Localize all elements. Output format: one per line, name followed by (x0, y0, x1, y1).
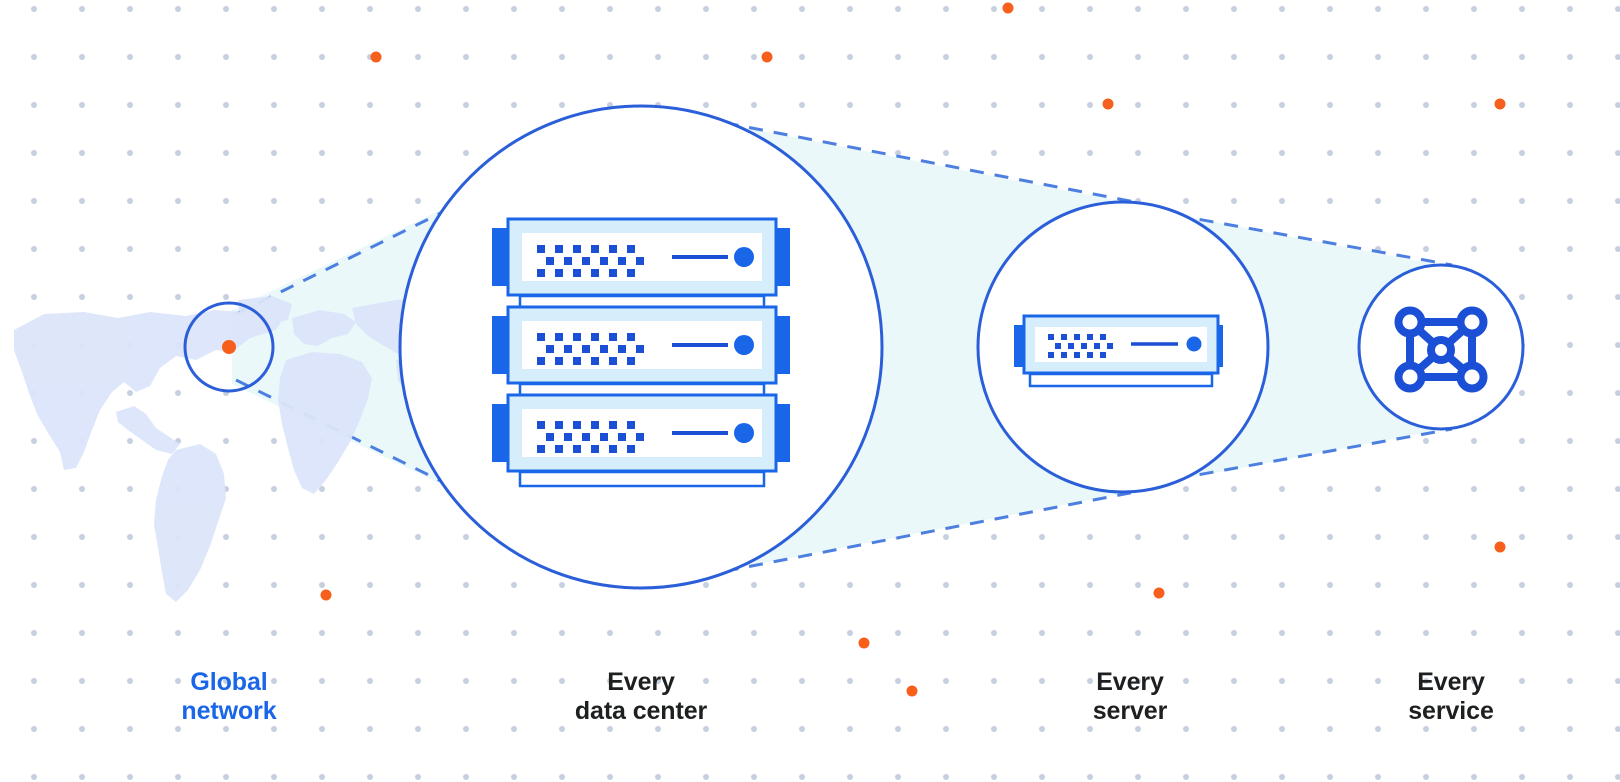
stage-every-server (976, 200, 1270, 494)
accent-dot (1153, 587, 1165, 599)
accent-dot (370, 51, 382, 63)
accent-dot (906, 685, 918, 697)
server-rack-icon (492, 217, 790, 488)
server-unit-leds (1048, 334, 1113, 358)
accent-dot (1494, 541, 1506, 553)
accent-dot (1102, 98, 1114, 110)
map-highlight-circle (183, 301, 275, 393)
server-leds (537, 245, 644, 277)
accent-dot (320, 589, 332, 601)
funnel-dash-bottom-3 (1174, 427, 1453, 481)
accent-dot (761, 51, 773, 63)
service-network-nodes (1394, 306, 1488, 393)
stage-every-service (1357, 263, 1525, 431)
funnel-dash-top-3 (1174, 213, 1453, 267)
server-unit-icon (1014, 314, 1223, 388)
accent-dot (1494, 98, 1506, 110)
accent-dot (1002, 2, 1014, 14)
accent-dots (320, 2, 1506, 697)
accent-dot (858, 637, 870, 649)
map-marker-dot (222, 340, 236, 354)
stage-every-data-center (398, 104, 884, 590)
